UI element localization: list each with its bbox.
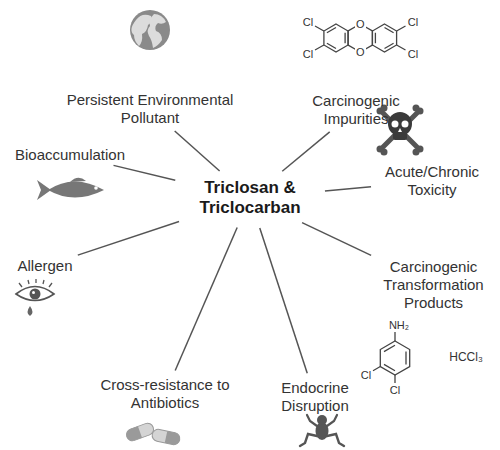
formula-label: HCCl₃ [448, 351, 484, 364]
node-text: Carcinogenic Transformation Products [371, 258, 496, 312]
node-text: Cross-resistance to Antibiotics [100, 376, 230, 412]
dichloroaniline-structure [373, 332, 410, 383]
effect-label: Carcinogenic Transformation Products [371, 258, 496, 312]
atom-label: O [355, 18, 366, 30]
node-text: Carcinogenic Impurities [296, 92, 416, 128]
atom-label: O [355, 46, 366, 58]
node-text: Persistent Environmental Pollutant [63, 91, 238, 127]
atom-label: Cl [302, 48, 314, 60]
eye-icon [16, 279, 54, 316]
frog-icon [300, 415, 344, 446]
effect-label: Bioaccumulation [15, 146, 125, 164]
central-topic: Triclosan & Triclocarban [185, 178, 315, 219]
spoke-line [175, 228, 237, 371]
spoke-line [114, 165, 176, 180]
node-text: Acute/Chronic Toxicity [377, 163, 487, 199]
atom-label: Cl [389, 384, 401, 396]
spoke-line [78, 222, 179, 256]
spoke-line [175, 131, 220, 171]
effect-label: Allergen [17, 257, 72, 275]
pills-icon [125, 422, 181, 446]
atom-label: Cl [302, 16, 314, 28]
spoke-line [325, 187, 371, 191]
effect-label: Cross-resistance to Antibiotics [100, 376, 230, 412]
node-text: Endocrine Disruption [265, 379, 365, 415]
effect-label: Endocrine Disruption [265, 379, 365, 415]
fish-icon [37, 178, 104, 200]
effect-label: Carcinogenic Impurities [296, 92, 416, 128]
atom-label: Cl [407, 48, 419, 60]
node-text: Triclosan & Triclocarban [185, 178, 315, 219]
effect-label: Acute/Chronic Toxicity [377, 163, 487, 199]
atom-label: Cl [407, 16, 419, 28]
atom-label: Cl [360, 369, 372, 381]
node-text: Allergen [17, 257, 72, 275]
effect-label: Persistent Environmental Pollutant [63, 91, 238, 127]
spoke-line [260, 228, 307, 373]
globe-icon [130, 10, 170, 50]
spoke-line [302, 223, 371, 256]
atom-label: NH₂ [388, 319, 410, 331]
spoke-line [282, 132, 329, 171]
node-text: Bioaccumulation [15, 146, 125, 164]
